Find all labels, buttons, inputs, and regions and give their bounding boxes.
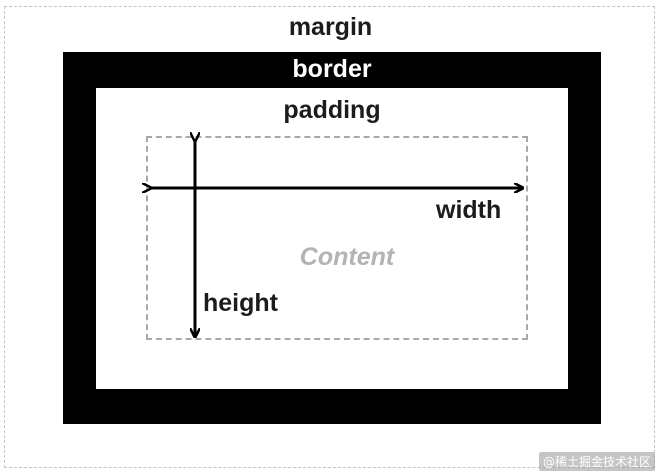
content-label: Content	[299, 243, 395, 271]
margin-area	[4, 6, 655, 468]
height-label: height	[203, 289, 278, 317]
watermark: @稀土掘金技术社区	[538, 452, 655, 471]
margin-label: margin	[288, 13, 373, 41]
padding-label: padding	[283, 96, 381, 124]
content-area	[146, 136, 528, 340]
width-label: width	[436, 196, 502, 224]
border-label: border	[292, 55, 372, 83]
